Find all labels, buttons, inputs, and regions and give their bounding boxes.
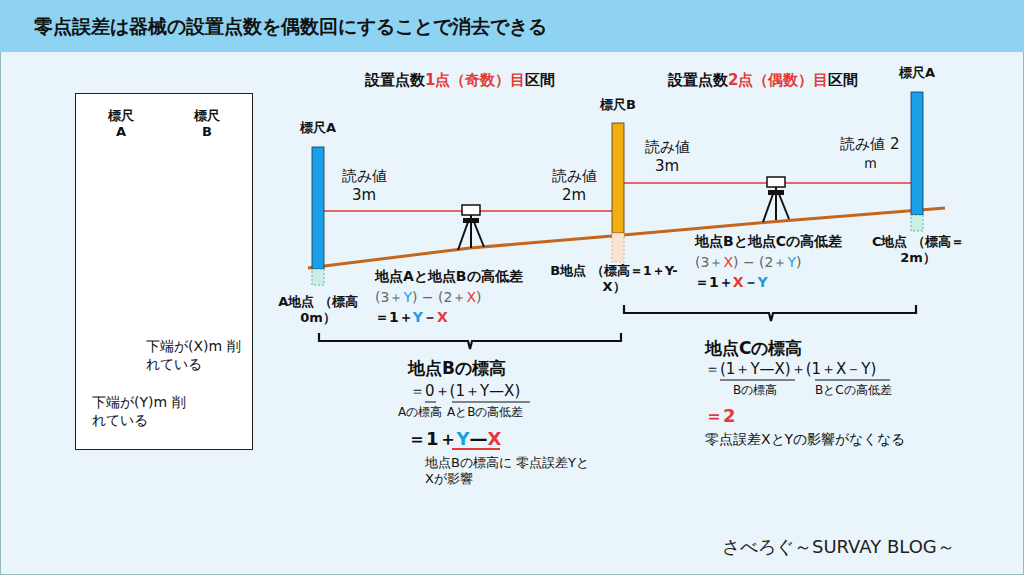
reading-value: 読み値 3m <box>637 138 697 176</box>
formula: ＝2 <box>705 405 736 428</box>
formula: ＝0＋(1＋Y—X) <box>410 382 520 401</box>
difference-heading: 地点Bと地点Cの高低差 <box>695 233 842 251</box>
formula: (3＋X) − (2＋Y) <box>695 254 801 272</box>
ground-line <box>308 208 945 268</box>
bracket <box>319 305 916 349</box>
formula: ＝1＋Y－X <box>375 309 448 327</box>
formula: ＝1＋Y—X <box>408 428 501 451</box>
panel-text: 標尺 B <box>194 108 220 141</box>
staff-name: 標尺B <box>596 97 640 113</box>
staff-name: 標尺A <box>296 120 340 136</box>
watermark: さべろぐ～SURVAY BLOG～ <box>722 536 955 559</box>
term-note: Aの標高 <box>398 405 442 420</box>
title: 零点誤差は器械の設置点数を偶数回にすることで消去できる <box>34 14 547 40</box>
section-heading: 設置点数1点（奇数）目区間 <box>365 71 555 90</box>
legend-panel: 標尺 A 標尺 B 下端が(X)m 削れている下端が(Y)m 削れている <box>75 93 253 450</box>
panel-text: 下端が(Y)m 削れている <box>92 394 192 429</box>
formula: (3＋Y) − (2＋X) <box>375 289 481 307</box>
note: 零点誤差XとYの影響がなくなる <box>705 431 905 449</box>
point-name: B地点 （標高＝1＋Y-X） <box>540 263 688 296</box>
note: 地点Bの標高に 零点誤差YとXが影響 <box>425 455 595 488</box>
staffs <box>312 92 923 285</box>
difference-heading: 地点Aと地点Bの高低差 <box>375 268 523 286</box>
panel-text: 下端が(X)m 削れている <box>146 338 250 373</box>
panel-text: 標尺 A <box>108 108 134 141</box>
staff-name: 標尺A <box>895 65 939 81</box>
reading-value: 読み値 2ｍ <box>840 135 900 173</box>
result-heading: 地点Bの標高 <box>408 358 506 379</box>
term-note: BとCの高低差 <box>815 383 892 398</box>
reading-value: 読み値 3m <box>334 167 394 205</box>
formula: ＝1＋X－Y <box>695 274 768 292</box>
formula: ＝(1＋Y—X)＋(1＋X－Y) <box>705 360 876 379</box>
reading-value: 読み値 2m <box>544 167 604 205</box>
title-band: 零点誤差は器械の設置点数を偶数回にすることで消去できる <box>0 0 1024 52</box>
point-name: A地点 （標高0m） <box>268 294 368 327</box>
term-note: Bの標高 <box>733 383 777 398</box>
term-note: AとBの高低差 <box>447 405 523 420</box>
point-name: C地点 （標高＝2m） <box>862 234 974 267</box>
section-heading: 設置点数2点（偶数）目区間 <box>668 71 858 90</box>
result-heading: 地点Cの標高 <box>705 338 802 359</box>
